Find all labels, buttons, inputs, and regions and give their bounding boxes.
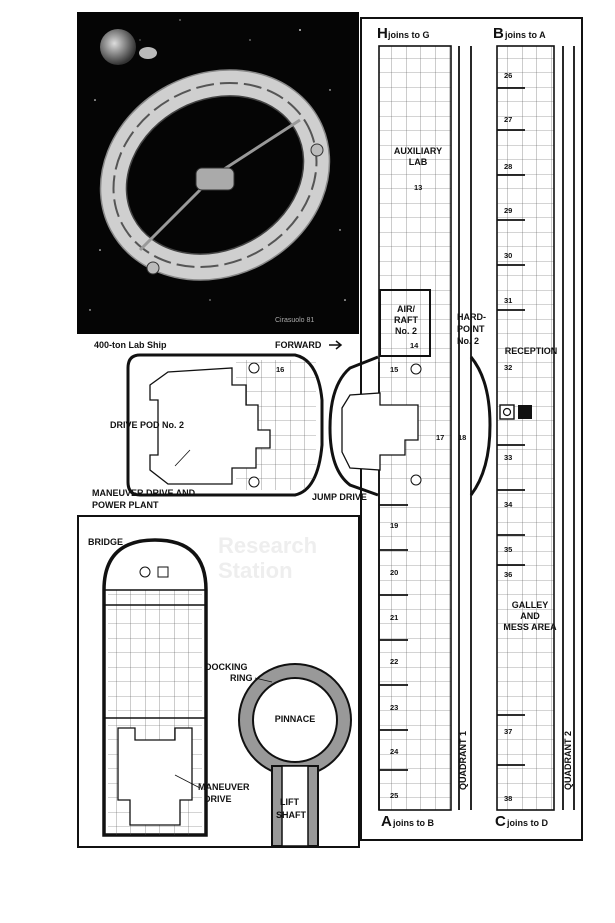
lift-shaft-label-1: LIFT bbox=[280, 797, 299, 807]
station-ring bbox=[99, 69, 331, 281]
hardpoint-label-3: No. 2 bbox=[457, 336, 479, 346]
moon-icon bbox=[139, 47, 157, 59]
bridge-console-icon bbox=[139, 566, 169, 578]
quadrant1-bottom-letter: A bbox=[381, 813, 392, 830]
galley-label-1: GALLEY bbox=[512, 600, 549, 610]
galley-label-2: AND bbox=[520, 611, 540, 621]
galley-label-3: MESS AREA bbox=[503, 622, 557, 632]
room-32: 32 bbox=[504, 363, 512, 372]
room-30: 30 bbox=[504, 251, 512, 260]
room-23: 23 bbox=[390, 703, 398, 712]
room-29: 29 bbox=[504, 206, 512, 215]
reception-label: RECEPTION bbox=[505, 346, 558, 356]
maneuver-label-1: MANEUVER bbox=[198, 782, 250, 792]
elevator-icon bbox=[499, 404, 532, 420]
quadrant1-top-letter: H bbox=[377, 25, 388, 42]
bridge-label: BRIDGE bbox=[88, 537, 123, 547]
room-28: 28 bbox=[504, 162, 512, 171]
quadrant1-bottom-text: joins to B bbox=[392, 818, 434, 828]
pinnace-bay bbox=[252, 677, 338, 763]
room-27: 27 bbox=[504, 115, 512, 124]
quadrant2-grid bbox=[496, 45, 555, 811]
quadrant2-side-label: QUADRANT 2 bbox=[563, 731, 573, 790]
forward-label: FORWARD bbox=[275, 340, 322, 350]
drive-pod-title: DRIVE POD No. 2 bbox=[110, 420, 184, 430]
space-station-illustration: Cirasuolo 81 bbox=[77, 12, 359, 334]
hardpoint-label-1: HARD- bbox=[457, 312, 486, 322]
room-17: 17 bbox=[436, 433, 444, 442]
hatch-icon bbox=[248, 362, 260, 374]
room-33: 33 bbox=[504, 453, 512, 462]
jump-drive-label: JUMP DRIVE bbox=[312, 492, 367, 502]
room-38: 38 bbox=[504, 794, 512, 803]
jump-drive-machinery bbox=[341, 392, 419, 471]
maneuver-label-2: DRIVE bbox=[204, 794, 232, 804]
docking-ring: DOCKING RING PINNACE LIFT SHAFT bbox=[205, 662, 352, 847]
room-21: 21 bbox=[390, 613, 398, 622]
room-37: 37 bbox=[504, 727, 512, 736]
ship-caption: 400-ton Lab Ship bbox=[94, 340, 167, 350]
docking-ring-label-2: RING bbox=[230, 673, 253, 683]
quadrant2-top-letter: B bbox=[493, 25, 504, 42]
artist-signature: Cirasuolo 81 bbox=[275, 317, 314, 324]
airlock-icon bbox=[410, 363, 422, 486]
room-20: 20 bbox=[390, 568, 398, 577]
maneuver-drive-line1: MANEUVER DRIVE AND bbox=[92, 488, 196, 498]
room-31: 31 bbox=[504, 296, 512, 305]
air-raft-label-1: AIR/ bbox=[397, 304, 415, 314]
air-raft-bay bbox=[379, 289, 431, 357]
room-22: 22 bbox=[390, 657, 398, 666]
room-24: 24 bbox=[390, 747, 399, 756]
maneuver-drive-machinery bbox=[117, 727, 193, 826]
room-15: 15 bbox=[390, 365, 398, 374]
command-pod: BRIDGE MANEUVER DRIVE bbox=[88, 537, 250, 837]
hardpoint-label-2: POINT bbox=[457, 324, 485, 334]
room-26: 26 bbox=[504, 71, 512, 80]
room-19: 19 bbox=[390, 521, 398, 530]
drive-machinery bbox=[149, 367, 271, 485]
room-14: 14 bbox=[410, 341, 419, 350]
quadrant-1: H joins to G AUXILIARY LAB 13 AIR/ RAFT … bbox=[377, 25, 486, 830]
drive-pod-2: 16 DRIVE POD No. 2 MANEUVER DRIVE AND PO… bbox=[92, 353, 324, 510]
room-16: 16 bbox=[276, 365, 284, 374]
air-raft-label-2: RAFT bbox=[394, 315, 418, 325]
quadrant2-bottom-letter: C bbox=[495, 813, 506, 830]
pinnace-label: PINNACE bbox=[275, 714, 316, 724]
room-18: 18 bbox=[458, 433, 466, 442]
quadrant2-top-text: joins to A bbox=[504, 30, 546, 40]
maneuver-drive-line2: POWER PLANT bbox=[92, 500, 159, 510]
jump-drive-pod: JUMP DRIVE bbox=[312, 355, 492, 502]
quadrant1-side-label: QUADRANT 1 bbox=[458, 731, 468, 790]
lift-shaft-label-2: SHAFT bbox=[276, 810, 306, 820]
faded-title-1: Research bbox=[218, 533, 317, 558]
hatch-icon bbox=[248, 476, 260, 488]
faded-title-2: Station bbox=[218, 558, 293, 583]
quadrant2-cabin-walls bbox=[497, 87, 525, 766]
room-13: 13 bbox=[414, 183, 422, 192]
air-raft-label-3: No. 2 bbox=[395, 326, 417, 336]
aux-lab-label-1: AUXILIARY bbox=[394, 146, 442, 156]
docking-ring-label-1: DOCKING bbox=[205, 662, 248, 672]
room-34: 34 bbox=[504, 500, 513, 509]
room-25: 25 bbox=[390, 791, 398, 800]
forward-arrow-icon bbox=[329, 340, 343, 350]
aux-lab-label-2: LAB bbox=[409, 157, 428, 167]
planet-icon bbox=[100, 29, 136, 65]
room-35: 35 bbox=[504, 545, 512, 554]
lift-shaft bbox=[281, 765, 309, 847]
room-36: 36 bbox=[504, 570, 512, 579]
quadrant-2: B joins to A 26 27 28 29 30 31 RECEPTION… bbox=[493, 25, 575, 830]
quadrant1-top-text: joins to G bbox=[387, 30, 430, 40]
quadrant2-bottom-text: joins to D bbox=[506, 818, 548, 828]
command-pod-frame bbox=[77, 515, 360, 848]
